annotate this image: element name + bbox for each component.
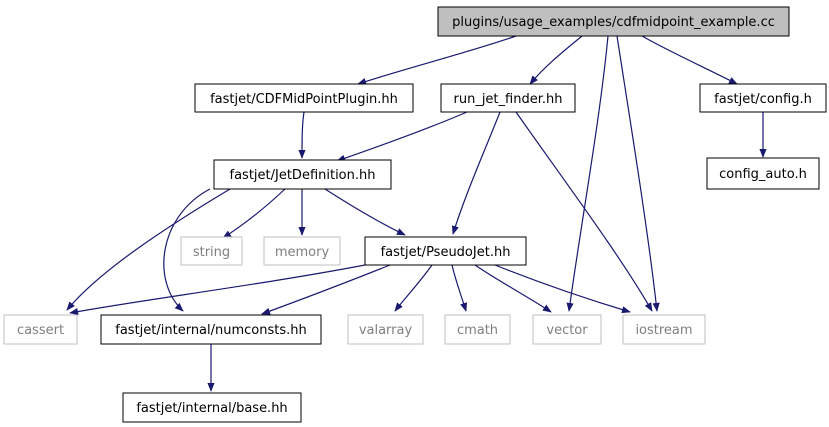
node-cfg-box xyxy=(699,83,827,113)
node-memory[interactable]: memory xyxy=(263,236,341,266)
node-iostream[interactable]: iostream xyxy=(622,314,706,345)
edge-pseudo-numconsts xyxy=(261,264,391,315)
node-cfg[interactable]: fastjet/config.h xyxy=(699,83,827,113)
node-cfgauto[interactable]: config_auto.h xyxy=(706,157,820,190)
node-numconsts-box xyxy=(100,314,322,345)
node-string-label: string xyxy=(193,245,230,260)
node-run-box xyxy=(440,83,576,113)
node-cfgauto-label: config_auto.h xyxy=(719,167,807,182)
edge-pseudo-cassert xyxy=(69,264,366,316)
edge-jetdef-string xyxy=(222,188,286,239)
edge-root-cfg xyxy=(641,35,738,85)
node-base-box xyxy=(122,392,302,423)
node-memory-box xyxy=(263,236,341,266)
node-vector-box xyxy=(532,314,602,345)
edge-jetdef-cassert xyxy=(66,188,231,311)
node-numconsts[interactable]: fastjet/internal/numconsts.hh xyxy=(100,314,322,345)
node-cassert[interactable]: cassert xyxy=(3,314,78,345)
node-cfgauto-box xyxy=(706,157,820,190)
node-cdf-box xyxy=(194,83,414,113)
node-root[interactable]: plugins/usage_examples/cdfmidpoint_examp… xyxy=(437,6,790,37)
node-valarray[interactable]: valarray xyxy=(347,314,424,345)
dependency-edges xyxy=(66,35,767,392)
node-jetdef[interactable]: fastjet/JetDefinition.hh xyxy=(213,159,392,190)
edge-pseudo-iostream xyxy=(494,264,631,314)
node-base[interactable]: fastjet/internal/base.hh xyxy=(122,392,302,423)
node-string-box xyxy=(180,236,243,266)
node-root-label: plugins/usage_examples/cdfmidpoint_examp… xyxy=(452,15,775,30)
edge-pseudo-vector xyxy=(474,264,552,313)
node-root-box xyxy=(437,6,790,37)
edge-run-iostream xyxy=(515,111,653,312)
node-memory-label: memory xyxy=(275,245,330,260)
edge-root-iostream xyxy=(616,35,660,312)
edge-run-jetdef xyxy=(336,111,468,162)
edge-jetdef-pseudo xyxy=(324,188,406,236)
node-iostream-label: iostream xyxy=(635,323,692,338)
node-cdf[interactable]: fastjet/CDFMidPointPlugin.hh xyxy=(194,83,414,113)
node-jetdef-label: fastjet/JetDefinition.hh xyxy=(230,168,376,183)
node-run[interactable]: run_jet_finder.hh xyxy=(440,83,576,113)
edge-root-vector xyxy=(566,35,609,312)
node-pseudo[interactable]: fastjet/PseudoJet.hh xyxy=(364,236,527,266)
node-string[interactable]: string xyxy=(180,236,243,266)
node-cmath-box xyxy=(444,314,511,345)
node-jetdef-box xyxy=(213,159,392,190)
node-numconsts-label: fastjet/internal/numconsts.hh xyxy=(115,323,307,338)
edge-cdf-jetdef xyxy=(298,111,306,159)
node-pseudo-label: fastjet/PseudoJet.hh xyxy=(381,245,511,260)
node-cfg-label: fastjet/config.h xyxy=(714,92,812,107)
node-vector[interactable]: vector xyxy=(532,314,602,345)
node-iostream-box xyxy=(622,314,706,345)
node-valarray-label: valarray xyxy=(359,323,413,338)
node-pseudo-box xyxy=(364,236,527,266)
node-cdf-label: fastjet/CDFMidPointPlugin.hh xyxy=(210,92,398,107)
node-cmath[interactable]: cmath xyxy=(444,314,511,345)
node-cassert-box xyxy=(3,314,78,345)
edge-jetdef-numconsts xyxy=(163,188,211,312)
node-base-label: fastjet/internal/base.hh xyxy=(136,401,287,416)
edge-run-pseudo xyxy=(451,111,501,235)
node-cassert-label: cassert xyxy=(17,323,64,338)
node-cmath-label: cmath xyxy=(457,323,498,338)
edge-root-cdf xyxy=(357,35,517,85)
node-vector-label: vector xyxy=(546,323,588,338)
edge-root-run xyxy=(529,35,583,85)
edge-pseudo-cmath xyxy=(451,264,468,312)
node-valarray-box xyxy=(347,314,424,345)
edge-pseudo-valarray xyxy=(394,264,433,312)
node-run-label: run_jet_finder.hh xyxy=(454,92,563,107)
